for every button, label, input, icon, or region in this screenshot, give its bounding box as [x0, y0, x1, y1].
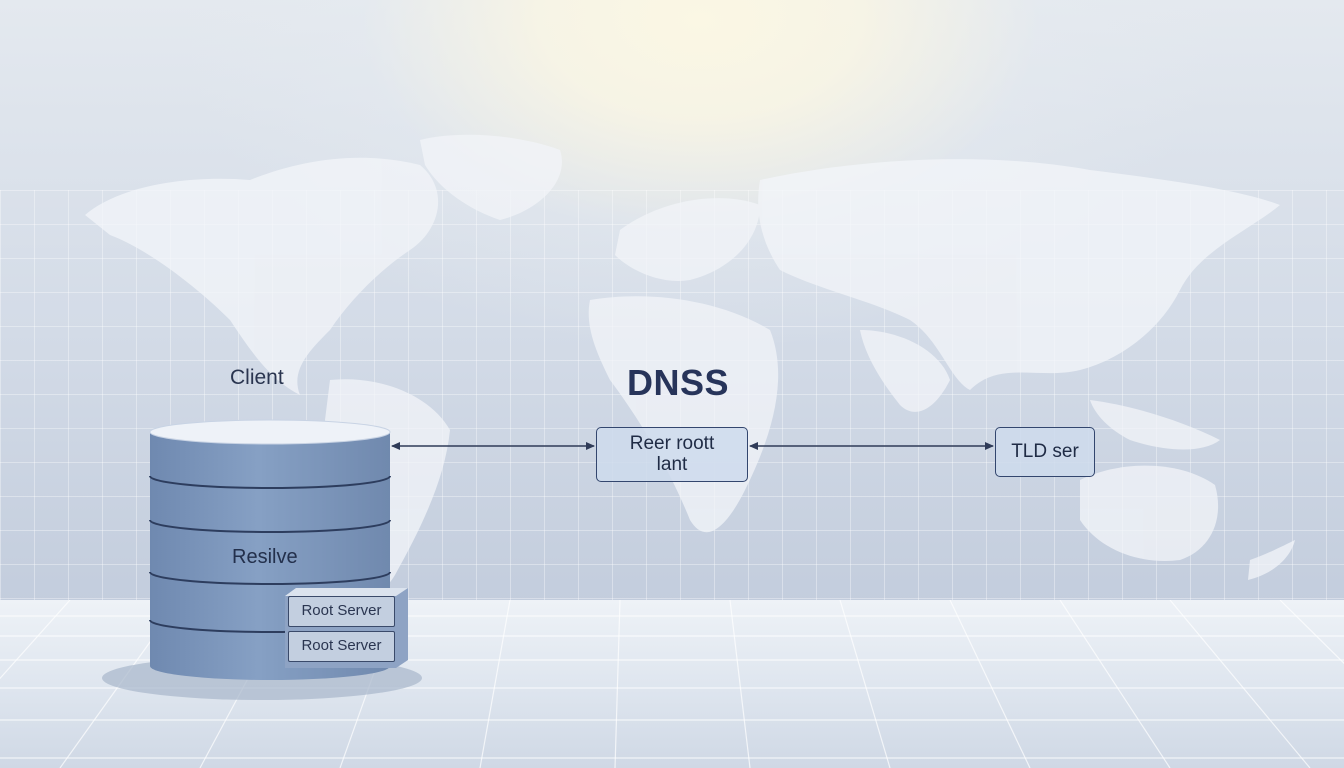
resolver-label: Resilve	[232, 546, 298, 568]
root-server-box-1: Root Server	[288, 596, 395, 627]
tld-server-node: TLD ser	[995, 427, 1095, 477]
root-node-line-1: Reer roott	[629, 433, 715, 454]
client-label: Client	[230, 366, 284, 389]
root-node-line-2: lant	[656, 454, 688, 475]
root-server-box-2: Root Server	[288, 631, 395, 662]
diagram-title: DNSS	[627, 362, 730, 403]
root-server-node: Reer roott lant	[596, 427, 748, 482]
